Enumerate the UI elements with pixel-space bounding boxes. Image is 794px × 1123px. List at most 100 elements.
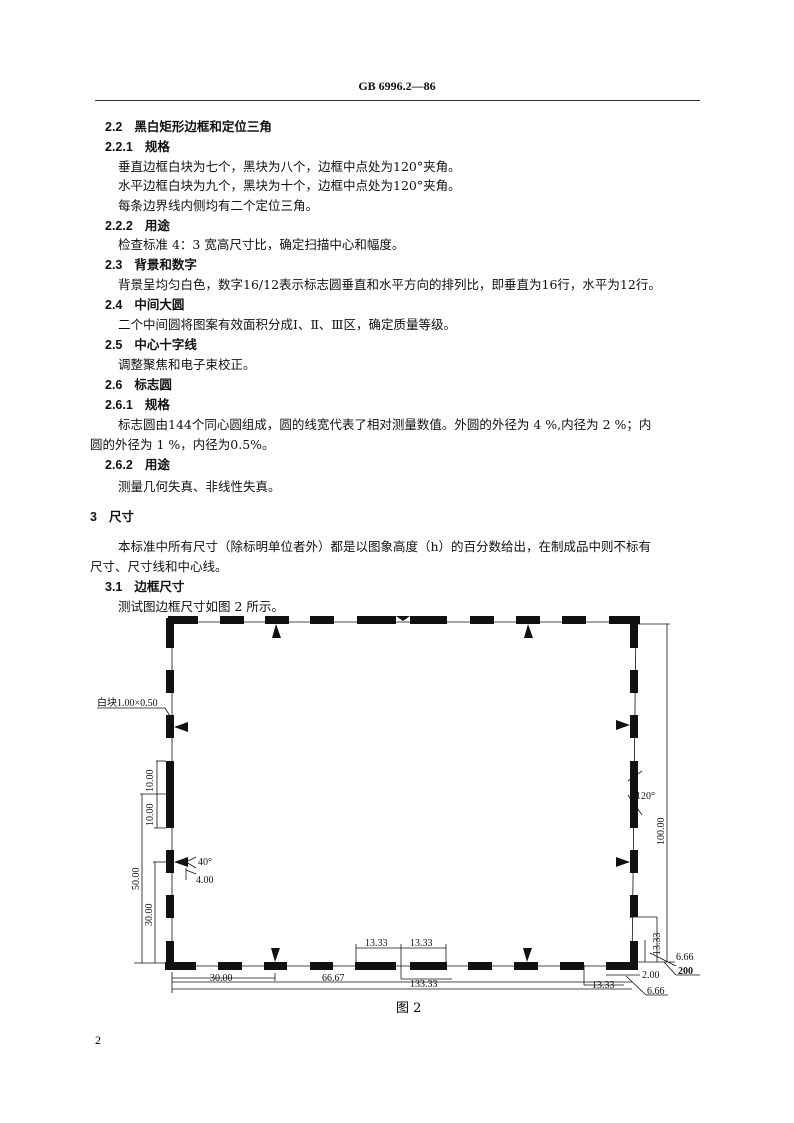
section-heading: 2.5 中心十字线 [105,337,197,353]
paragraph-line: 二个中间圆将图案有效面积分成Ⅰ、Ⅱ、Ⅲ区，确定质量等级。 [118,317,456,333]
line-text: 水平边框白块为九个，黑块为十个，边框中点处为120°夹角。 [118,178,461,193]
paragraph-line: 本标准中所有尺寸（除标明单位者外）都是以图象高度（h）的百分数给出，在制成品中则… [118,539,651,555]
right-black-block [630,895,638,918]
bottom-positioning-triangle [271,948,280,962]
top-black-block [265,616,289,624]
paragraph-line: 垂直边框白块为七个，黑块为八个，边框中点处为120°夹角。 [118,159,461,175]
section-number: 2.5 [105,338,123,352]
paragraph-line: 调整聚焦和电子束校正。 [118,357,256,373]
frame-blocks [165,616,643,970]
section-number: 3 [90,510,97,524]
section-number: 2.6.1 [105,398,133,412]
paragraph-line: 每条边界线内侧均有二个定位三角。 [118,198,318,214]
section-number: 2.3 [105,258,123,272]
line-text: 边框尺寸 [134,579,185,594]
line-text: 尺寸 [108,509,134,524]
white-gap [631,917,643,939]
label-6.66-lower: 6.66 [647,986,665,997]
section-number: 3.1 [105,580,123,594]
label-200: 200 [678,966,693,977]
section-heading: 2.2.1 规格 [105,139,170,155]
section-number: 2.6 [105,378,123,392]
top-black-block [470,616,494,624]
line-text: 测试图边框尺寸如图 2 所示。 [118,599,284,614]
section-heading: 2.2 黑白矩形边框和定位三角 [105,119,272,135]
dimension-lines [97,621,700,996]
line-text: 每条边界线内侧均有二个定位三角。 [118,198,319,213]
left-black-block [166,715,174,738]
line-text: 本标准中所有尺寸（除标明单位者外）都是以图象高度（h）的百分数给出，在制成品中则… [118,539,652,554]
left-black-block [166,670,174,693]
line-text: 检查标准 4：3 宽高尺寸比，确定扫描中心和幅度。 [118,237,405,252]
paragraph-line: 检查标准 4：3 宽高尺寸比，确定扫描中心和幅度。 [118,237,404,253]
label-6.66-upper: 6.66 [676,952,694,963]
label-66.67: 66.67 [322,973,345,984]
section-number: 2.2.2 [105,219,133,233]
right-black-block [630,715,638,738]
section-heading: 3 尺寸 [90,509,134,525]
top-positioning-triangle [272,624,281,638]
line-text: 标志圆 [134,377,172,392]
label-13.33-a: 13.33 [365,938,388,949]
line-text: 用途 [144,218,170,233]
left-black-block [166,618,174,648]
label-30-horizontal: 30.00 [210,973,233,984]
label-13.33-bottom: 13.33 [592,980,615,991]
top-positioning-triangle [524,624,533,638]
left-positioning-triangle [174,857,188,867]
left-positioning-triangle [174,722,188,732]
label-2: 2.00 [642,970,660,981]
line-text: 标志圆由144个同心圆组成，圆的线宽代表了相对测量数值。外圆的外径为 4 %,内… [118,417,652,432]
line-text: 规格 [144,397,170,412]
label-133.33: 133.33 [410,979,438,990]
label-13.33-vertical: 13.33 [652,933,663,956]
right-positioning-triangle [616,720,630,730]
page-number: 2 [95,1033,101,1047]
label-50: 50.00 [131,868,142,891]
line-text: 调整聚焦和电子束校正。 [118,357,256,372]
label-angle-120: 120° [636,791,655,802]
left-black-block [166,850,174,873]
section-heading: 2.6.1 规格 [105,397,170,413]
left-black-block [166,941,174,970]
header-rule [95,100,700,101]
line-text: 黑白矩形边框和定位三角 [134,119,272,134]
section-number: 2.6.2 [105,458,133,472]
right-black-block [630,850,638,873]
line-text: 中心十字线 [134,337,197,352]
right-black-block [630,670,638,693]
label-10-upper: 10.00 [145,770,156,793]
section-number: 2.2 [105,120,123,134]
top-black-block [168,616,198,624]
paragraph-line: 测试图边框尺寸如图 2 所示。 [118,599,284,615]
paragraph-line: 尺寸、尺寸线和中心线。 [90,559,228,575]
section-heading: 3.1 边框尺寸 [105,579,184,595]
line-text: 背景和数字 [134,257,197,272]
label-100: 100.00 [656,818,667,846]
section-heading: 2.2.2 用途 [105,218,170,234]
line-text: 测量几何失真、非线性失真。 [118,479,281,494]
paragraph-line: 标志圆由144个同心圆组成，圆的线宽代表了相对测量数值。外圆的外径为 4 %,内… [118,417,651,433]
right-positioning-triangle [616,857,630,867]
document-header: GB 6996.2—86 [358,79,436,93]
line-text: 圆的外径为 1 %，内径为0.5%。 [90,437,275,452]
line-text: 用途 [144,457,170,472]
paragraph-line: 背景呈均匀白色，数字16/12表示标志圆垂直和水平方向的排列比，即垂直为16行，… [118,277,661,293]
top-black-block [609,616,640,624]
line-text: 中间大圆 [134,297,185,312]
top-black-block [310,616,334,624]
label-13.33-b: 13.33 [410,938,433,949]
right-black-block [630,618,638,648]
line-text: 二个中间圆将图案有效面积分成Ⅰ、Ⅱ、Ⅲ区，确定质量等级。 [118,317,456,332]
top-notch [396,616,410,621]
paragraph-line: 测量几何失真、非线性失真。 [118,479,281,495]
line-text: 垂直边框白块为七个，黑块为八个，边框中点处为120°夹角。 [118,159,461,174]
section-number: 2.2.1 [105,140,133,154]
line-text: 背景呈均匀白色，数字16/12表示标志圆垂直和水平方向的排列比，即垂直为16行，… [118,277,661,292]
paragraph-line: 水平边框白块为九个，黑块为十个，边框中点处为120°夹角。 [118,178,461,194]
top-black-block [562,616,586,624]
top-black-block [357,616,396,624]
line-text: 规格 [144,139,170,154]
